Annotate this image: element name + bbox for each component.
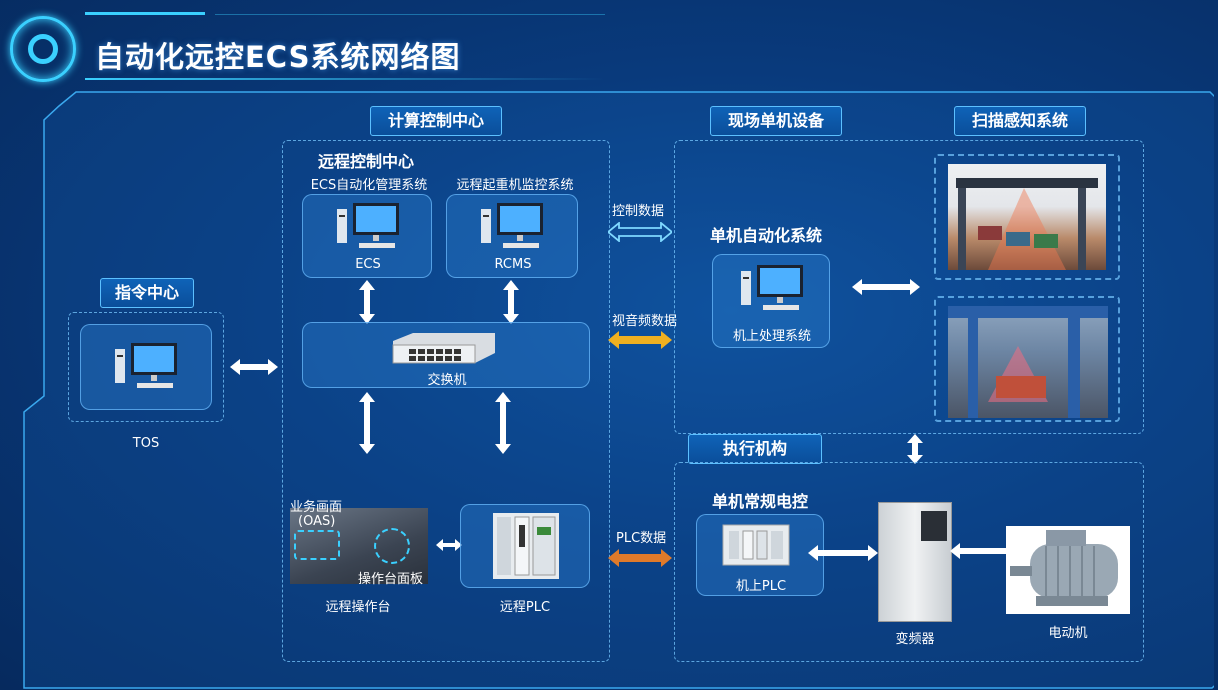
inverter-unit <box>878 502 952 622</box>
remote-console-label: 远程操作台 <box>325 600 391 615</box>
rcms-card: RCMS <box>446 194 578 278</box>
inverter-label: 变频器 <box>895 632 935 647</box>
ecs-caption: ECS自动化管理系统 <box>310 178 428 193</box>
logo-core-icon <box>28 34 58 64</box>
console-plc-arrow <box>436 539 462 551</box>
field-devices-group <box>674 140 1144 434</box>
crane-scan-image-1 <box>948 164 1106 270</box>
tos-group <box>68 312 224 422</box>
motor-photo <box>1006 526 1130 614</box>
av-data-arrow <box>608 331 672 349</box>
field-actuator-arrow <box>907 434 923 464</box>
plc-data-arrow <box>608 549 672 567</box>
tag-field-devices: 现场单机设备 <box>710 106 842 136</box>
tos-card <box>80 324 212 410</box>
crane-scan-image-2 <box>948 306 1108 418</box>
computer-icon <box>741 265 803 310</box>
computer-icon <box>115 343 177 388</box>
console-panel-label: 操作台面板 <box>358 572 424 587</box>
tag-compute-center: 计算控制中心 <box>370 106 502 136</box>
title-accent-line <box>215 14 605 15</box>
crane-gantry-icon <box>956 178 1098 270</box>
panel-highlight <box>374 528 410 564</box>
page-title: 自动化远控ECS系统网络图 <box>95 40 461 74</box>
electric-motor-icon <box>1010 530 1118 606</box>
oas-highlight <box>294 530 340 560</box>
single-auto-title: 单机自动化系统 <box>710 226 823 245</box>
av-data-label: 视音频数据 <box>612 314 678 329</box>
switch-label: 交换机 <box>427 373 467 388</box>
remote-console-photo <box>290 508 428 584</box>
crane-lift-icon <box>948 306 1108 418</box>
control-data-label: 控制数据 <box>612 204 665 219</box>
tag-actuators: 执行机构 <box>688 434 822 464</box>
switch-card: 交换机 <box>302 322 590 388</box>
title-accent-bar <box>85 12 205 15</box>
onboard-plc-label: 机上PLC <box>735 579 787 594</box>
oas-label-2: (OAS) <box>298 514 336 529</box>
rcms-switch-arrow <box>503 280 519 324</box>
control-data-arrow <box>608 222 672 242</box>
scan-image-2-frame <box>934 296 1120 422</box>
remote-center-title: 远程控制中心 <box>318 152 415 171</box>
computer-icon <box>481 203 543 248</box>
oas-label-1: 业务画面 <box>290 500 343 515</box>
remote-plc-label: 远程PLC <box>499 600 551 615</box>
switch-plc-arrow <box>495 392 511 454</box>
tos-switch-arrow <box>230 359 278 375</box>
plc-icon <box>493 513 559 579</box>
plc-icon <box>722 524 790 566</box>
rcms-caption: 远程起重机监控系统 <box>456 178 574 193</box>
inverter-motor-arrow <box>950 543 1020 559</box>
onboard-processing-card: 机上处理系统 <box>712 254 830 348</box>
onboard-processing-label: 机上处理系统 <box>732 329 811 344</box>
inverter-display <box>921 511 947 541</box>
remote-plc-card <box>460 504 590 588</box>
processing-scan-arrow <box>852 279 920 295</box>
actuators-group <box>674 462 1144 662</box>
scan-image-1-frame <box>934 154 1120 280</box>
network-switch-icon <box>392 333 495 364</box>
computer-icon <box>337 203 399 248</box>
single-control-title: 单机常规电控 <box>712 492 809 511</box>
compute-center-group <box>282 140 610 662</box>
rcms-label: RCMS <box>494 257 532 272</box>
ecs-card: ECS <box>302 194 432 278</box>
title-underline <box>85 78 605 80</box>
tag-command-center: 指令中心 <box>100 278 194 308</box>
plc-inverter-arrow <box>808 545 878 561</box>
tos-label: TOS <box>132 436 160 451</box>
logo-ring-icon <box>10 16 76 82</box>
plc-data-label: PLC数据 <box>616 531 667 546</box>
ecs-label: ECS <box>355 257 381 272</box>
switch-console-arrow <box>359 392 375 454</box>
tag-scan-system: 扫描感知系统 <box>954 106 1086 136</box>
ecs-switch-arrow <box>359 280 375 324</box>
motor-label: 电动机 <box>1048 626 1088 641</box>
onboard-plc-card: 机上PLC <box>696 514 824 596</box>
